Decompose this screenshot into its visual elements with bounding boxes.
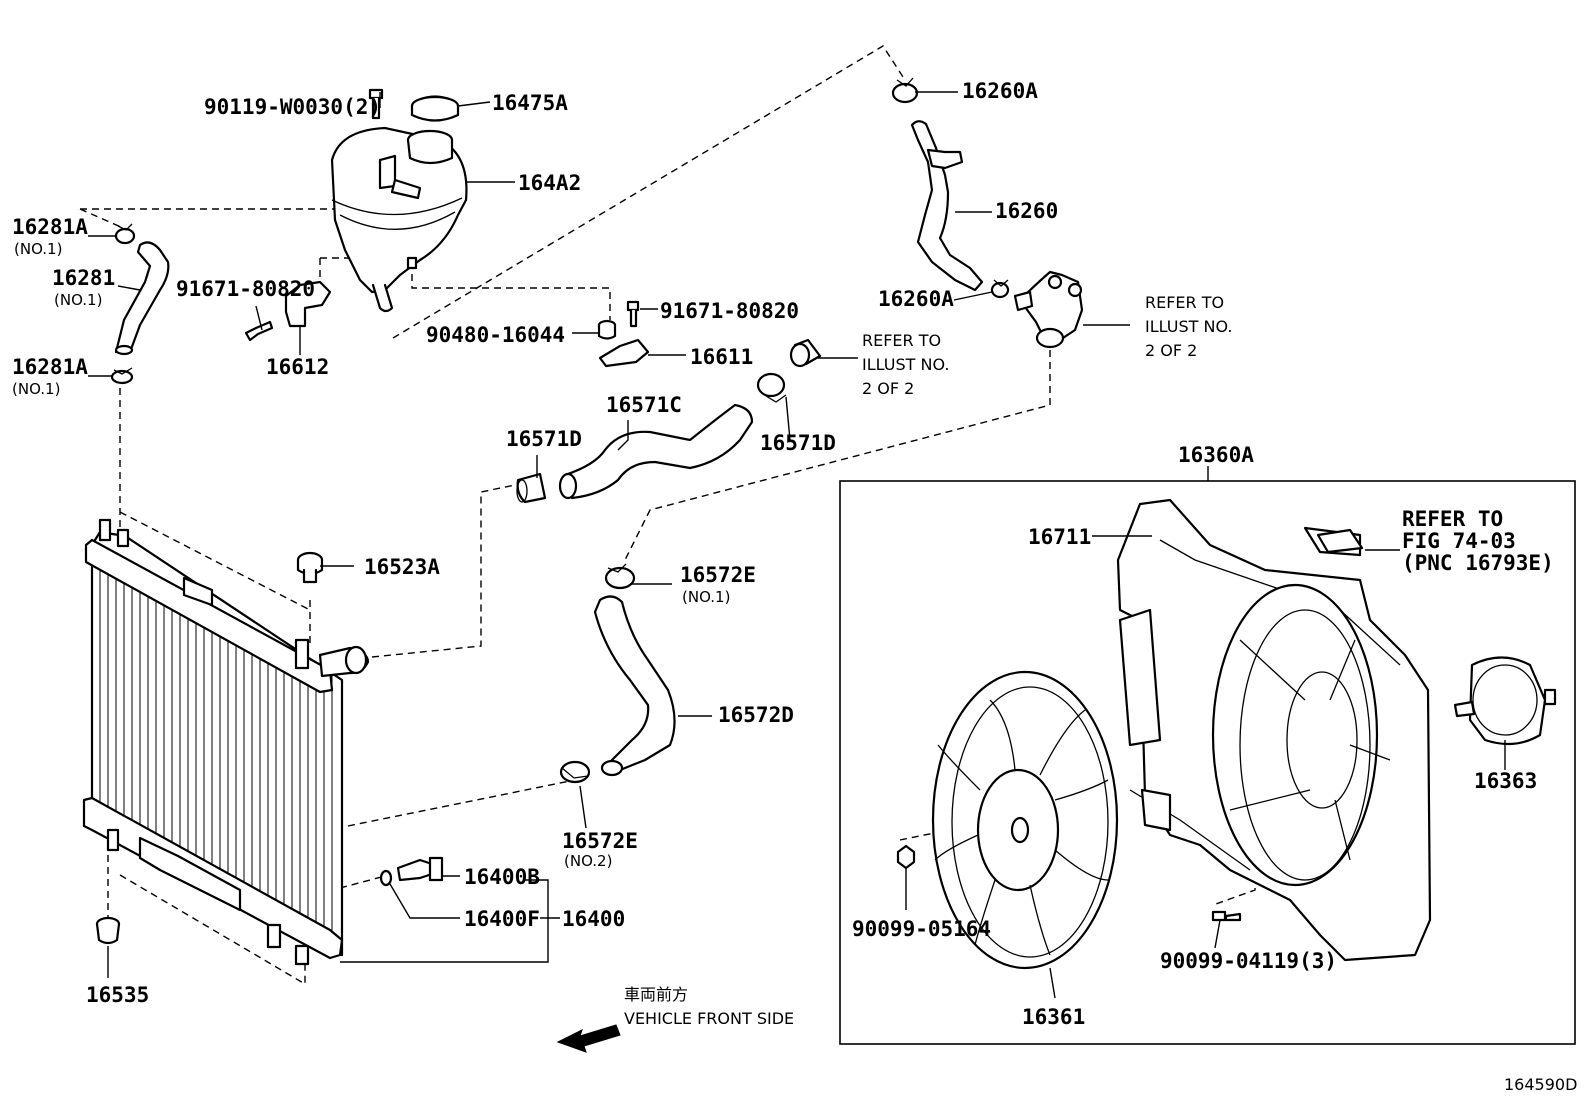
label-bracket-right: 16611	[690, 345, 753, 369]
label-drain-o-ring: 16400F	[464, 907, 540, 931]
label-clamp-bypass-lower: 16260A	[878, 287, 954, 311]
upper-hose-clamp-right	[756, 372, 787, 403]
label-shroud-bolt: 90099-04119(3)	[1160, 949, 1337, 973]
radiator-cap	[296, 551, 324, 584]
label-refer-fig-1: REFER TO	[1402, 507, 1503, 531]
label-lower-hose-clamp-top: 16572E	[680, 563, 756, 587]
lower-hose-clamp-top	[604, 563, 636, 590]
cap-bolt-icon	[368, 88, 384, 120]
dashed-assembly-lines	[79, 45, 1331, 986]
drain-cock	[396, 856, 444, 882]
label-refer-inlet-2: ILLUST NO.	[862, 355, 949, 374]
label-fan-nut: 90099-05164	[852, 917, 991, 941]
fan-shroud	[1116, 498, 1432, 962]
label-shroud: 16711	[1028, 525, 1091, 549]
label-reservoir: 164A2	[518, 171, 581, 195]
label-refer-inlet-3: 2 OF 2	[862, 379, 914, 398]
label-drain-plug: 16535	[86, 983, 149, 1007]
bolt-right-icon	[626, 300, 640, 328]
label-overflow-hose: 16281	[52, 266, 115, 290]
label-refer-outlet-2: ILLUST NO.	[1145, 317, 1232, 336]
label-overflow-hose-sub: (NO.1)	[54, 291, 102, 309]
upper-radiator-hose	[558, 403, 754, 500]
radiator-core-fins	[99, 548, 333, 939]
fan-motor	[1453, 656, 1557, 746]
label-refer-inlet-1: REFER TO	[862, 331, 941, 350]
radiator	[82, 518, 370, 966]
bracket-left	[284, 280, 332, 328]
label-refer-outlet-1: REFER TO	[1145, 293, 1224, 312]
bypass-hose-clamp-lower	[990, 279, 1010, 299]
fan-blade	[931, 670, 1119, 970]
water-outlet	[1013, 270, 1084, 349]
fan-nut-icon	[896, 844, 916, 870]
label-cap: 16475A	[492, 91, 568, 115]
label-refer-fig-3: (PNC 16793E)	[1402, 551, 1554, 575]
front-direction-arrow-icon	[556, 1024, 621, 1053]
label-clamp-lower-left: 16281A	[12, 355, 88, 379]
label-lower-hose: 16572D	[718, 703, 794, 727]
label-bypass-hose: 16260	[995, 199, 1058, 223]
lower-radiator-hose	[593, 595, 676, 777]
shroud-bolt-icon	[1211, 910, 1242, 922]
label-clamp-upper-left-sub: (NO.1)	[14, 240, 62, 258]
label-bolt-left: 91671-80820	[176, 277, 315, 301]
label-front-jp: 車両前方	[624, 985, 688, 1004]
grommet-icon	[597, 319, 617, 340]
bypass-hose-clamp-top	[891, 77, 919, 104]
drain-o-ring	[379, 869, 393, 887]
label-upper-hose-clamp-left: 16571D	[506, 427, 582, 451]
label-lower-hose-clamp-top-sub: (NO.1)	[682, 588, 730, 606]
water-inlet-pipe	[789, 338, 822, 368]
upper-hose-clamp-left	[516, 472, 547, 504]
label-bolt-right: 91671-80820	[660, 299, 799, 323]
drain-plug	[95, 916, 121, 945]
label-lower-hose-clamp-bottom-sub: (NO.2)	[564, 852, 612, 870]
label-radiator: 16400	[562, 907, 625, 931]
part-labels: 90119-W0030(2) 16475A 164A2 16281A (NO.1…	[12, 79, 1577, 1094]
bypass-hose	[910, 120, 984, 292]
label-upper-hose: 16571C	[606, 393, 682, 417]
label-front-en: VEHICLE FRONT SIDE	[624, 1009, 794, 1028]
reference-label-plate	[1316, 528, 1364, 554]
label-cap-bolt: 90119-W0030(2)	[204, 95, 381, 119]
label-refer-outlet-3: 2 OF 2	[1145, 341, 1197, 360]
overflow-hose	[114, 241, 170, 356]
overflow-hose-clamp-upper	[114, 223, 136, 245]
label-lower-hose-clamp-bottom: 16572E	[562, 829, 638, 853]
label-bracket-left: 16612	[266, 355, 329, 379]
label-grommet: 90480-16044	[426, 323, 565, 347]
label-fan-assembly: 16360A	[1178, 443, 1254, 467]
lower-hose-clamp-bottom	[559, 760, 591, 784]
label-clamp-upper-left: 16281A	[12, 215, 88, 239]
label-clamp-top-right: 16260A	[962, 79, 1038, 103]
label-diagram-id: 164590D	[1504, 1075, 1577, 1094]
label-upper-hose-clamp-right: 16571D	[760, 431, 836, 455]
label-fan-motor: 16363	[1474, 769, 1537, 793]
label-refer-fig-2: FIG 74-03	[1402, 529, 1516, 553]
reservoir-cap	[410, 95, 460, 122]
overflow-hose-clamp-lower	[110, 367, 134, 385]
label-drain-cock: 16400B	[464, 865, 540, 889]
label-clamp-lower-left-sub: (NO.1)	[12, 380, 60, 398]
label-fan-blade: 16361	[1022, 1005, 1085, 1029]
bolt-left-icon	[244, 320, 274, 342]
coolant-reservoir	[330, 126, 468, 313]
bracket-right	[598, 338, 650, 368]
leader-lines	[88, 91, 1506, 999]
label-radiator-cap: 16523A	[364, 555, 440, 579]
